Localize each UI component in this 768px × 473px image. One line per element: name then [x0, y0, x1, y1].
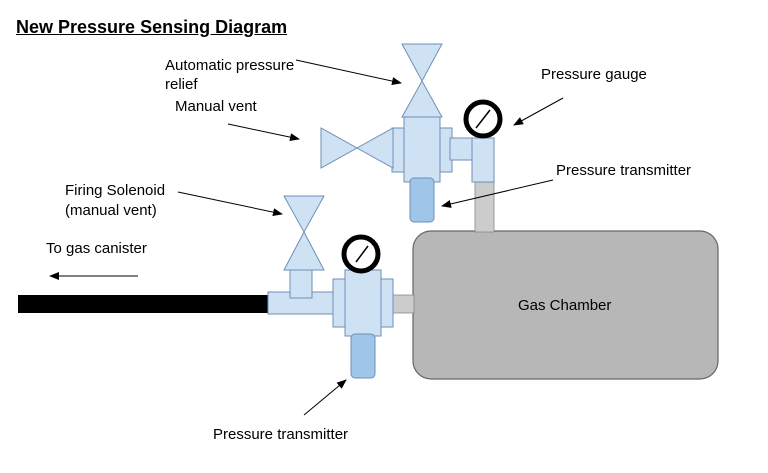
arrow-manual-vent	[227, 123, 300, 142]
label-pressure-gauge: Pressure gauge	[541, 66, 647, 83]
automatic-pressure-relief-valve	[401, 43, 443, 118]
label-automatic-relief-line2: relief	[165, 76, 198, 93]
manual-vent-valve	[320, 127, 394, 169]
arrow-firing-solenoid	[177, 191, 283, 217]
firing-solenoid-valve	[283, 195, 325, 271]
label-firing-solenoid-line1: Firing Solenoid	[65, 182, 166, 199]
label-pressure-transmitter-upper: Pressure transmitter	[556, 162, 692, 179]
lower-gauge-needle	[355, 245, 369, 263]
lower-pressure-gauge	[341, 234, 381, 274]
label-to-gas-canister: To gas canister	[46, 240, 147, 257]
label-gas-chamber: Gas Chamber	[518, 297, 612, 314]
label-firing-solenoid-line2: (manual vent)	[65, 202, 157, 219]
main-pipe	[18, 295, 270, 313]
label-pressure-transmitter-lower: Pressure transmitter	[213, 426, 349, 443]
lower-fitting-assembly	[267, 267, 394, 337]
lower-pressure-transmitter	[350, 333, 376, 379]
page-title: New Pressure Sensing Diagram	[16, 17, 288, 37]
arrow-pressure-gauge	[513, 97, 564, 126]
label-automatic-relief-line1: Automatic pressure	[165, 57, 295, 74]
lower-connector-pipe	[392, 294, 415, 314]
upper-pressure-transmitter	[409, 177, 435, 223]
label-manual-vent: Manual vent	[175, 98, 257, 115]
arrow-automatic-relief	[295, 59, 402, 85]
upper-connector-pipe	[474, 180, 495, 233]
upper-gauge-needle	[475, 109, 491, 129]
arrow-pressure-transmitter-upper	[441, 179, 554, 208]
upper-fitting-assembly	[391, 115, 495, 183]
arrow-pressure-transmitter-lower	[303, 379, 347, 416]
